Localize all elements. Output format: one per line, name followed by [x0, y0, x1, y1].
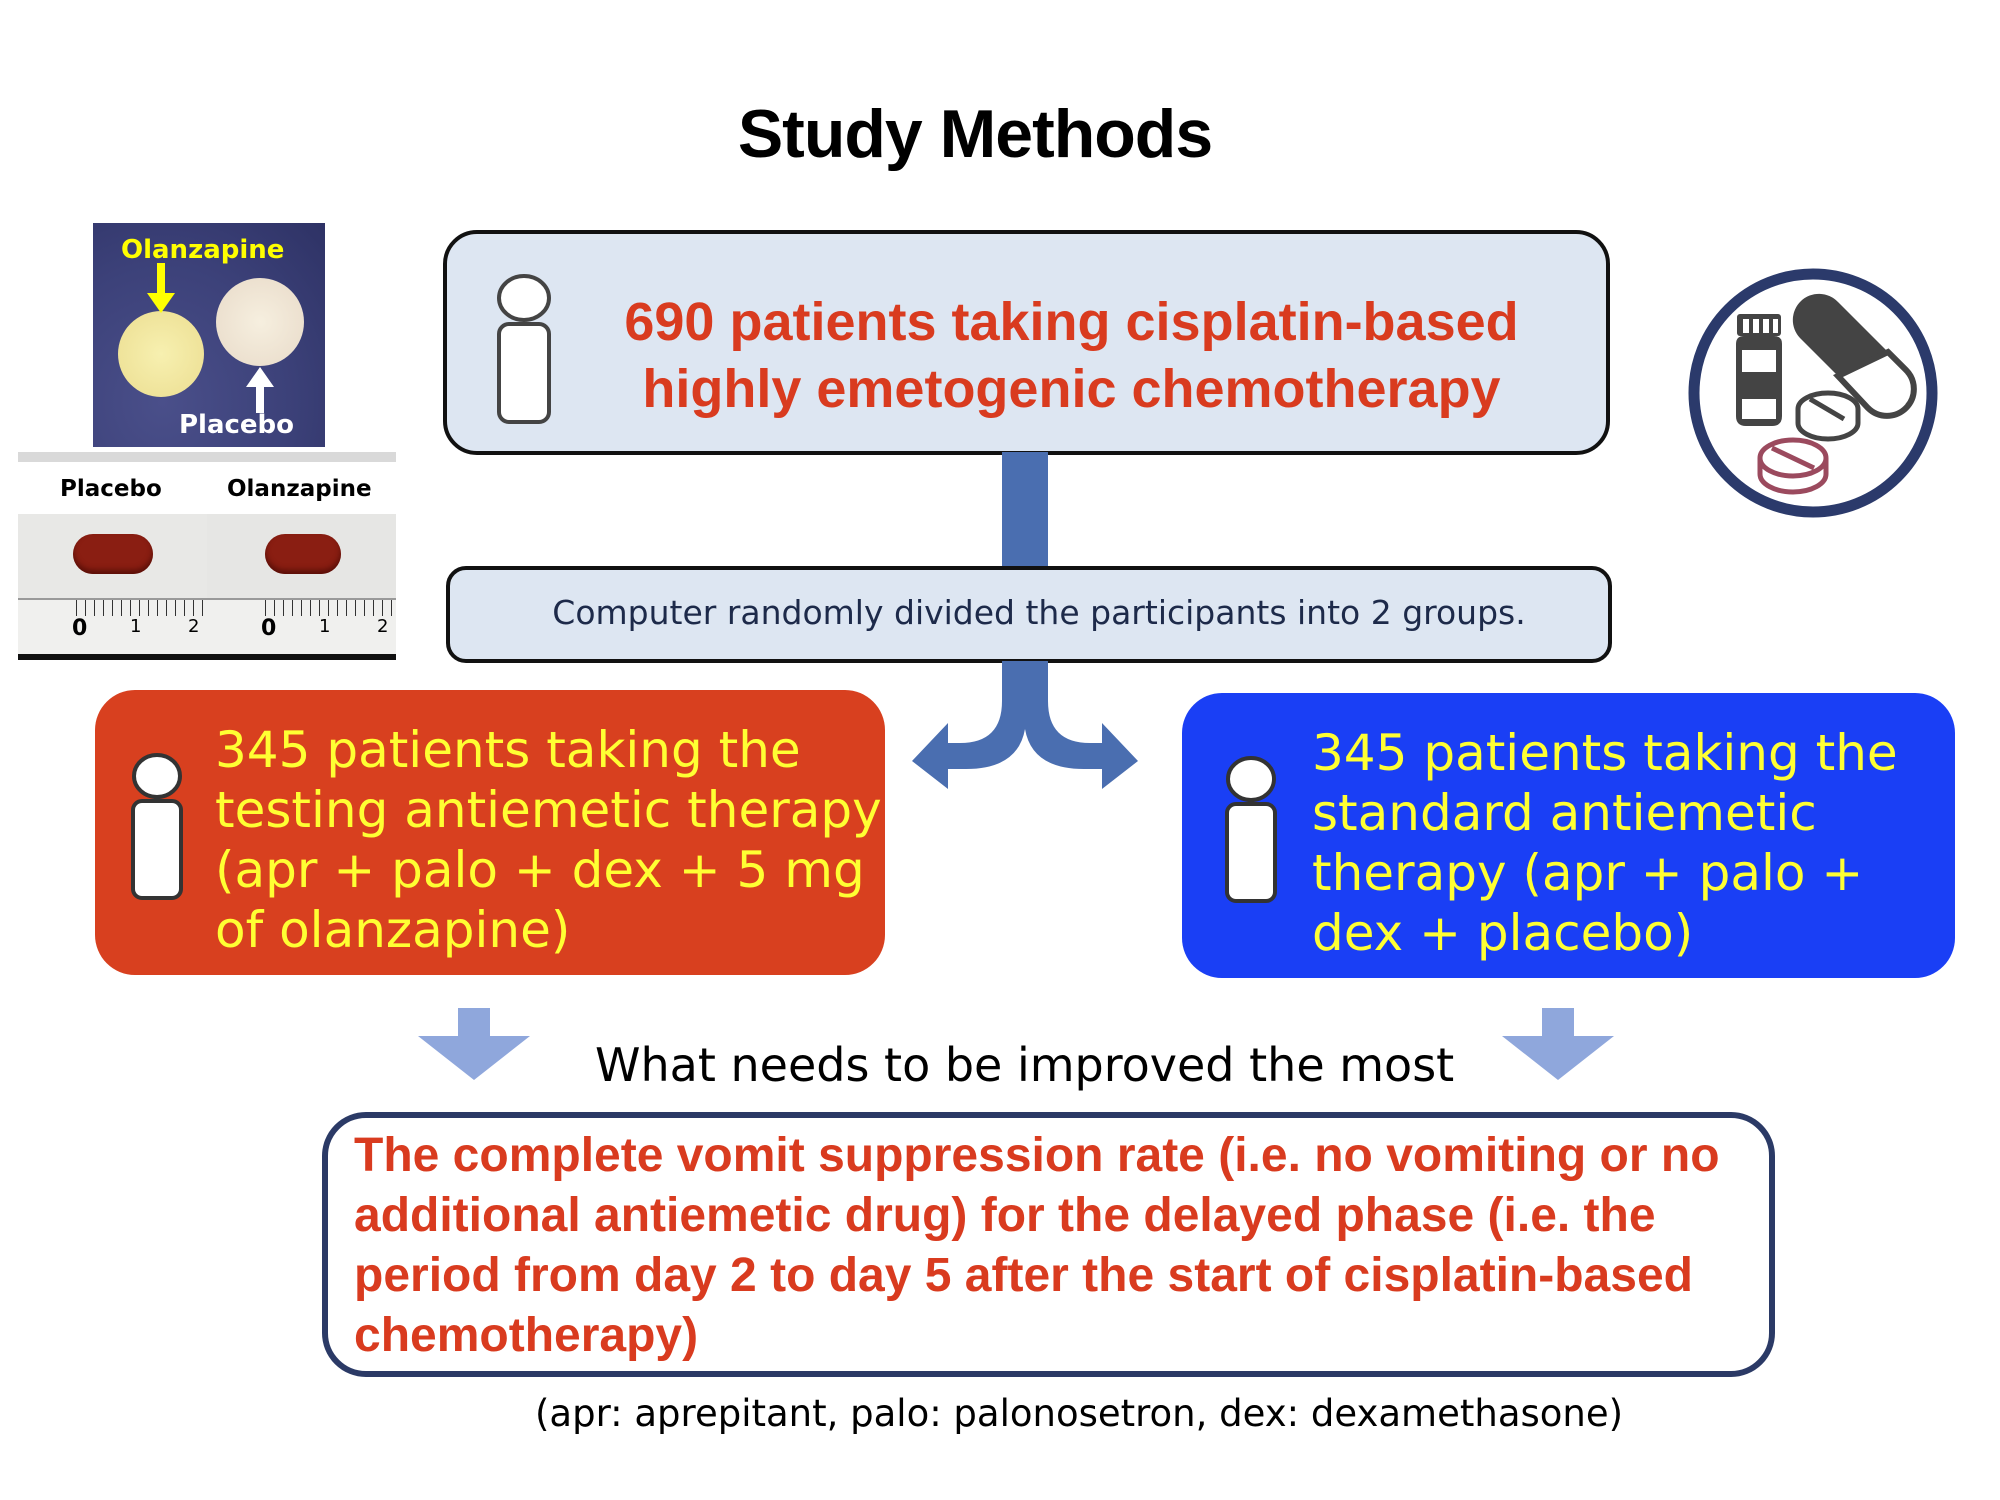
placebo-label: Placebo — [179, 410, 295, 440]
placebo-tablet — [216, 278, 304, 366]
connector-line — [1002, 452, 1048, 568]
person-icon — [1225, 756, 1277, 903]
testing-group-text: 345 patients taking the testing antiemet… — [215, 721, 882, 959]
olanzapine-capsule — [265, 534, 341, 574]
tablet-photo: Olanzapine Placebo — [93, 223, 325, 447]
randomization-box: Computer randomly divided the participan… — [446, 566, 1612, 663]
placebo-capsule — [73, 534, 153, 574]
randomization-text: Computer randomly divided the participan… — [552, 593, 1526, 632]
person-icon — [131, 753, 183, 900]
arrow-down-icon — [147, 263, 175, 313]
split-arrow-icon — [912, 661, 1138, 789]
arrow-up-icon — [246, 367, 274, 413]
standard-group-text: 345 patients taking the standard antieme… — [1312, 724, 1898, 962]
testing-group-box: 345 patients taking the testing antiemet… — [95, 690, 885, 975]
standard-group-box: 345 patients taking the standard antieme… — [1182, 693, 1955, 978]
tablet-icon — [1795, 390, 1861, 442]
medicine-bottle-pills-icon — [1688, 268, 1938, 518]
olanzapine-label: Olanzapine — [121, 235, 285, 265]
capsule-icon — [1792, 293, 1917, 419]
capsule-photo: Placebo 0 1 2 Olanzapine 0 1 2 — [18, 452, 396, 660]
outcome-text: The complete vomit suppression rate (i.e… — [354, 1129, 1720, 1362]
bottle-icon — [1736, 314, 1782, 426]
enrollment-text: 690 patients taking cisplatin-based high… — [624, 292, 1519, 419]
olanzapine-tablet — [118, 311, 204, 397]
capsule-olanzapine-label: Olanzapine — [227, 476, 372, 502]
capsule-placebo-label: Placebo — [60, 476, 162, 502]
arrow-down-icon — [418, 1008, 530, 1080]
abbreviation-footnote: (apr: aprepitant, palo: palonosetron, de… — [535, 1392, 1624, 1435]
person-icon — [497, 274, 551, 424]
outcome-box: The complete vomit suppression rate (i.e… — [322, 1112, 1775, 1377]
arrow-down-icon — [1502, 1008, 1614, 1080]
outcome-heading: What needs to be improved the most — [595, 1038, 1455, 1092]
ruler: 0 1 2 — [207, 598, 396, 660]
enrollment-box: 690 patients taking cisplatin-based high… — [443, 230, 1610, 455]
tablet-red-icon — [1757, 437, 1829, 495]
ruler: 0 1 2 — [18, 598, 207, 660]
page-title: Study Methods — [737, 96, 1213, 172]
